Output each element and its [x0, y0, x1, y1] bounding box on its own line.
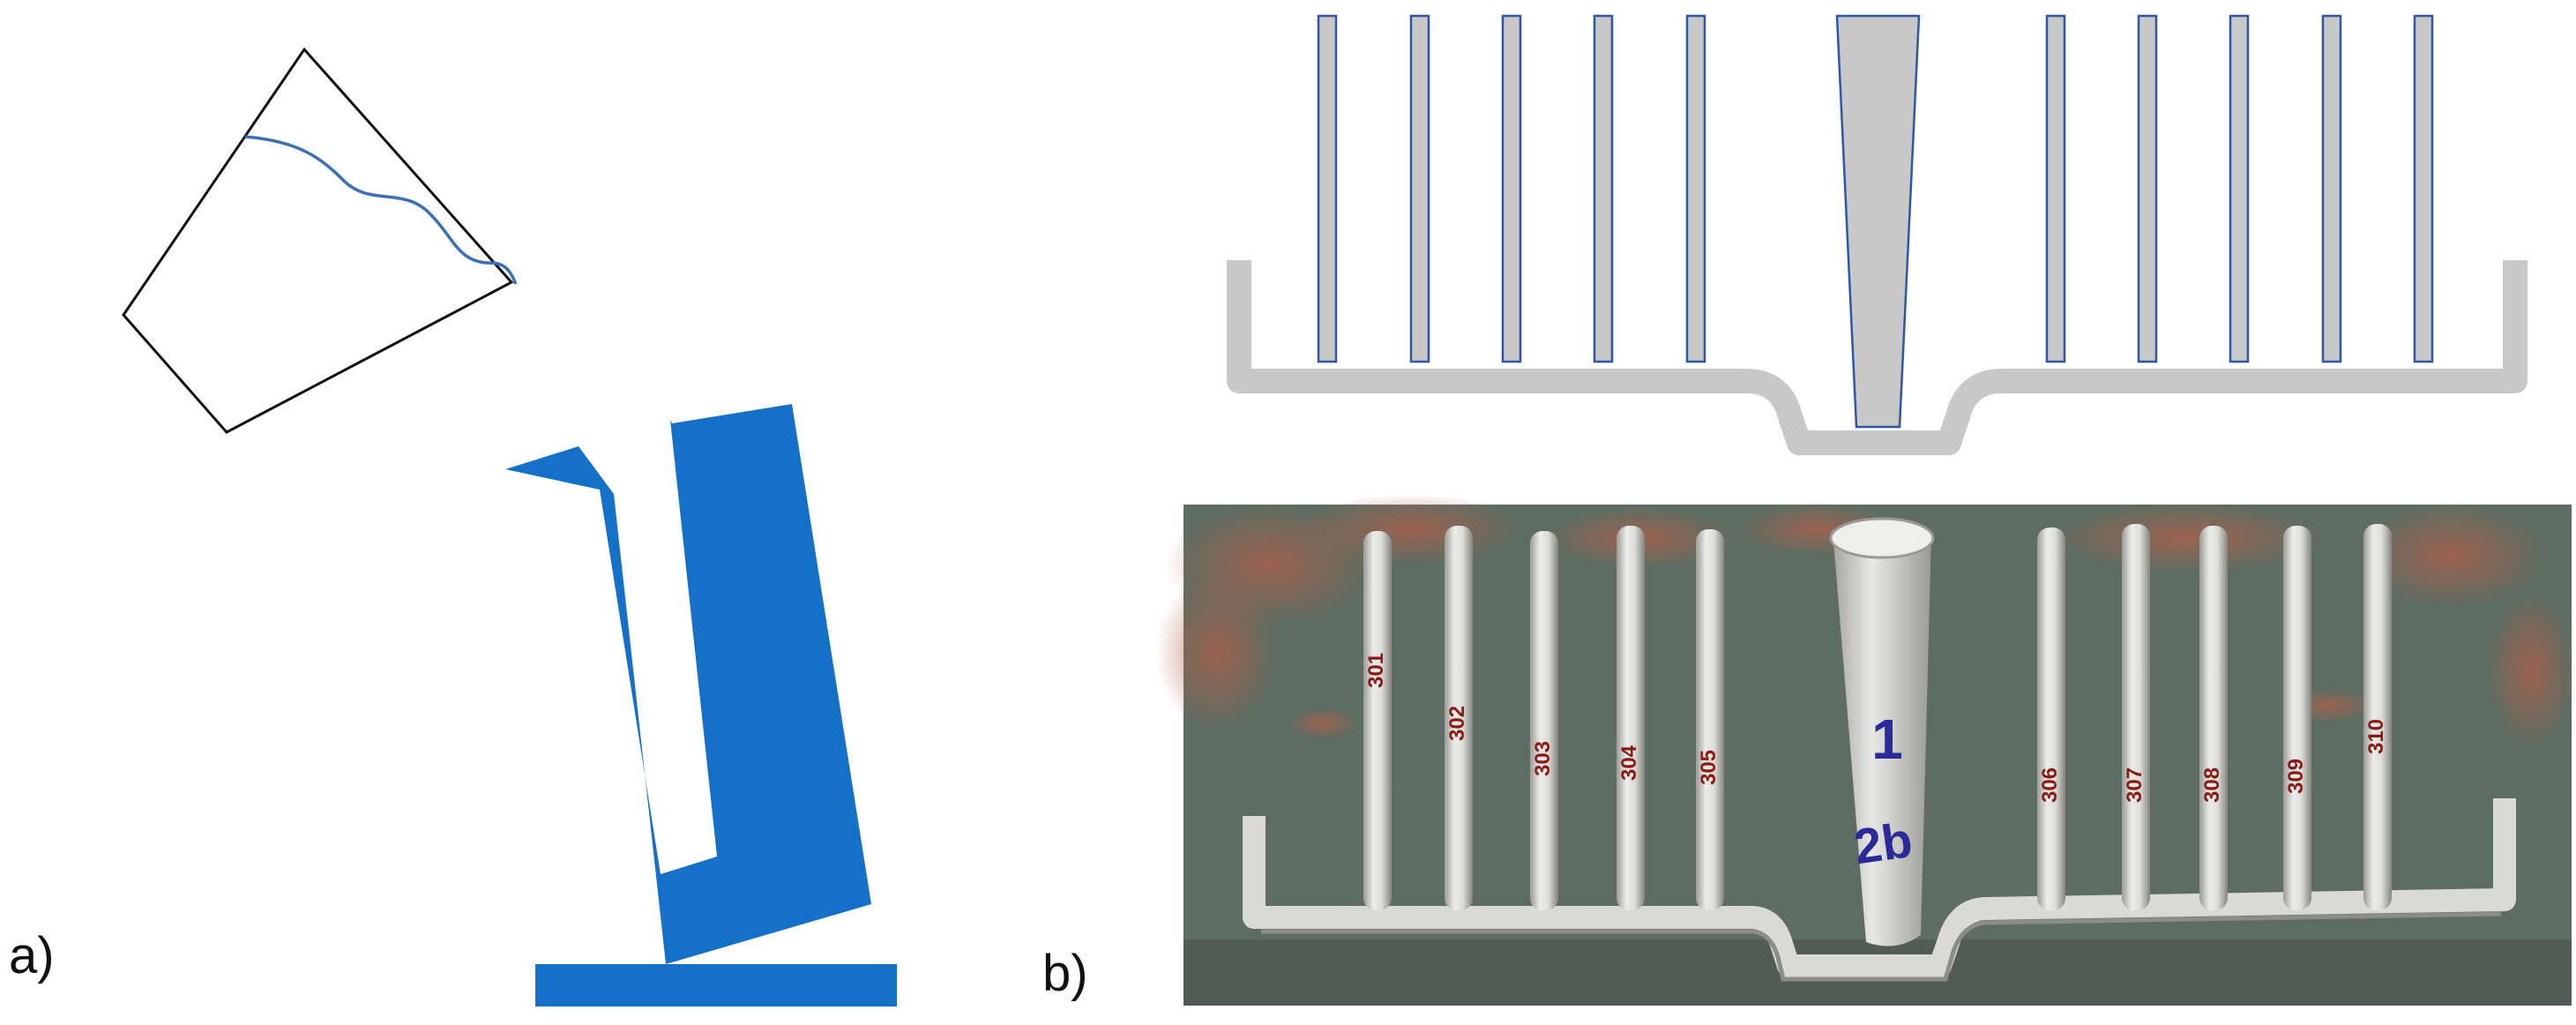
photo-rods: 301 302 303 304 305 306	[1363, 524, 2392, 910]
schematic-rod	[1317, 14, 1338, 363]
photo-rod: 305	[1696, 529, 1724, 910]
base-plate	[535, 964, 897, 1006]
schematic-rod	[2045, 14, 2066, 363]
casting-photo: 301 302 303 304 305 306	[1155, 494, 2575, 1006]
tilted-mold-shape	[505, 404, 871, 964]
photo-rod: 302	[1445, 526, 1473, 910]
rod-number-label: 310	[2364, 719, 2388, 754]
photo-rod: 306	[2037, 527, 2065, 910]
schematic-rod	[1501, 14, 1522, 363]
rod-number-label: 307	[2123, 767, 2147, 803]
photo-rod: 308	[2199, 526, 2228, 910]
runner-channel	[1227, 260, 2527, 455]
schematic-rods	[1317, 14, 2434, 363]
rod-number-label: 304	[1617, 744, 1641, 781]
schematic-rod	[1593, 14, 1614, 363]
sprue-marking-bottom: 2b	[1851, 812, 1915, 874]
schematic-rod	[1685, 14, 1706, 363]
schematic-rod	[2321, 14, 2342, 363]
rod-number-label: 308	[2200, 767, 2224, 803]
schematic-rod	[2137, 14, 2158, 363]
photo-rod: 301	[1363, 531, 1392, 910]
rod-number-label: 302	[1445, 706, 1469, 741]
schematic-sprue	[1835, 14, 1921, 429]
schematic-rod	[2413, 14, 2434, 363]
panel-label-a: a)	[9, 927, 55, 984]
casting-runner	[1243, 798, 2516, 977]
rod-number-label: 305	[1697, 750, 1721, 785]
rod-number-label: 309	[2284, 759, 2308, 794]
schematic-rod	[2229, 14, 2250, 363]
photo-rod: 304	[1617, 526, 1645, 910]
rod-number-label: 301	[1364, 653, 1388, 688]
photo-rod: 303	[1530, 531, 1558, 910]
photo-rod: 309	[2283, 526, 2311, 910]
ladle-outline	[122, 47, 514, 434]
photo-sprue: 1 2b	[1829, 517, 1935, 946]
schematic-rod	[1409, 14, 1430, 363]
mold-schematic	[1227, 14, 2527, 455]
panel-label-b: b)	[1042, 945, 1088, 1002]
rod-number-label: 306	[2038, 767, 2062, 803]
panel-a-diagram	[122, 47, 897, 1006]
sprue-marking-top: 1	[1871, 707, 1903, 771]
melt-surface-curve	[244, 135, 518, 285]
photo-rod: 310	[2363, 524, 2392, 910]
casting-runner-shadow	[1261, 911, 2502, 982]
photo-rod: 307	[2122, 524, 2150, 910]
rod-number-label: 303	[1531, 741, 1555, 776]
